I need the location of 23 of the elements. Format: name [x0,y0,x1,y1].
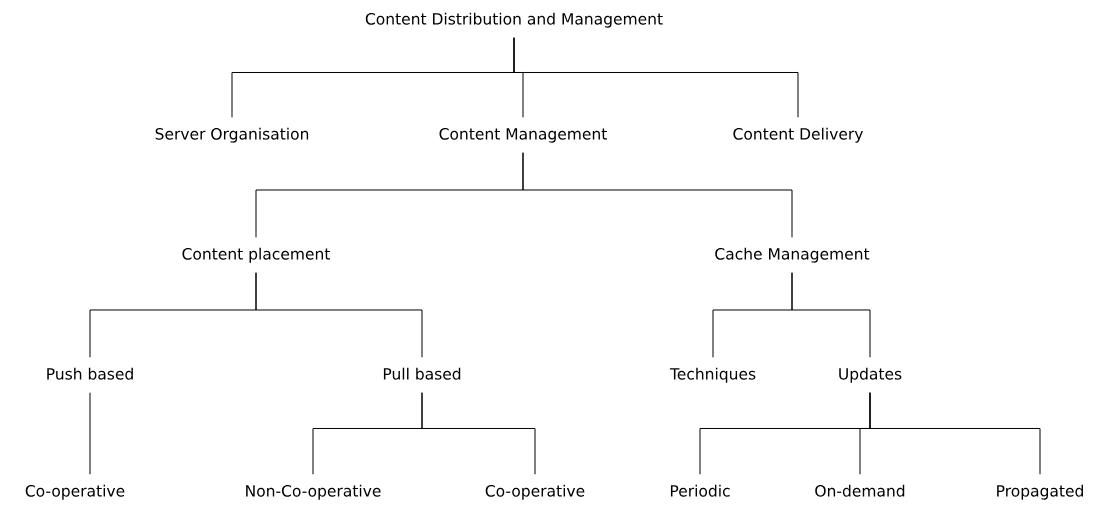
tree-label: Non-Co-operative [246,484,381,500]
tree-label: Propagated [997,484,1083,500]
tree-label: Content placement [182,247,331,263]
tree-connector [421,392,536,475]
tree-label: Cache Management [715,247,870,263]
tree-connector [869,392,1041,475]
tree-label: On-demand [815,484,905,497]
tree-connector [513,37,799,118]
tree-label: Techniques [669,367,756,383]
tree-label: Push based [47,367,133,380]
tree-label: Content Delivery [733,127,863,143]
tree-connector [89,392,91,475]
tree-label: Co-operative [25,484,125,500]
tree-connector [255,272,423,358]
tree-label: Server Organisation [155,127,309,143]
tree-label: Periodic [670,484,730,497]
tree-label: Content Distribution and Management [365,12,663,28]
tree-label: Co-operative [485,484,585,500]
tree-label: Pull based [383,367,461,380]
tree-connector [522,152,793,238]
tree-label: Updates [839,367,902,383]
tree-connector [791,272,871,358]
tree-label: Content Management [439,128,607,143]
